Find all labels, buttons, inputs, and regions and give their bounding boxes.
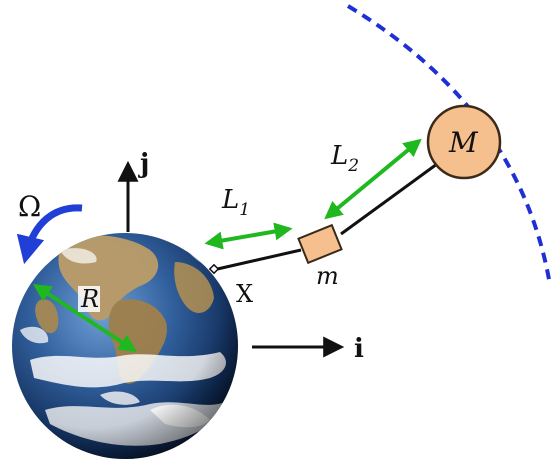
m-label: m (316, 262, 339, 290)
R-label-background (78, 286, 100, 312)
i-axis-label: i (354, 334, 364, 364)
anchor-X-label: X (236, 280, 253, 308)
orbit-arc (346, 4, 551, 286)
circle-mass-icon (426, 104, 502, 180)
tether-segment-1 (212, 248, 302, 272)
R-dimension-arrow (32, 284, 138, 352)
L2-label: L2 (330, 141, 359, 176)
L2-label-subscript: 2 (347, 156, 359, 176)
omega-label: Ω (18, 190, 41, 223)
tether-anchor-point (208, 263, 220, 275)
L2-dimension-arrow (324, 138, 422, 220)
j-axis-label: j (138, 149, 149, 179)
L1-label-main: L (221, 185, 239, 215)
L1-label-subscript: 1 (239, 200, 250, 220)
M-label: M (448, 126, 479, 159)
L1-dimension-arrow (204, 222, 293, 250)
omega-rotation-arrow (16, 204, 83, 265)
square-mass-icon (297, 223, 343, 265)
L2-label-main: L (330, 141, 348, 171)
R-label: R (80, 285, 99, 313)
L1-label: L1 (221, 185, 250, 220)
